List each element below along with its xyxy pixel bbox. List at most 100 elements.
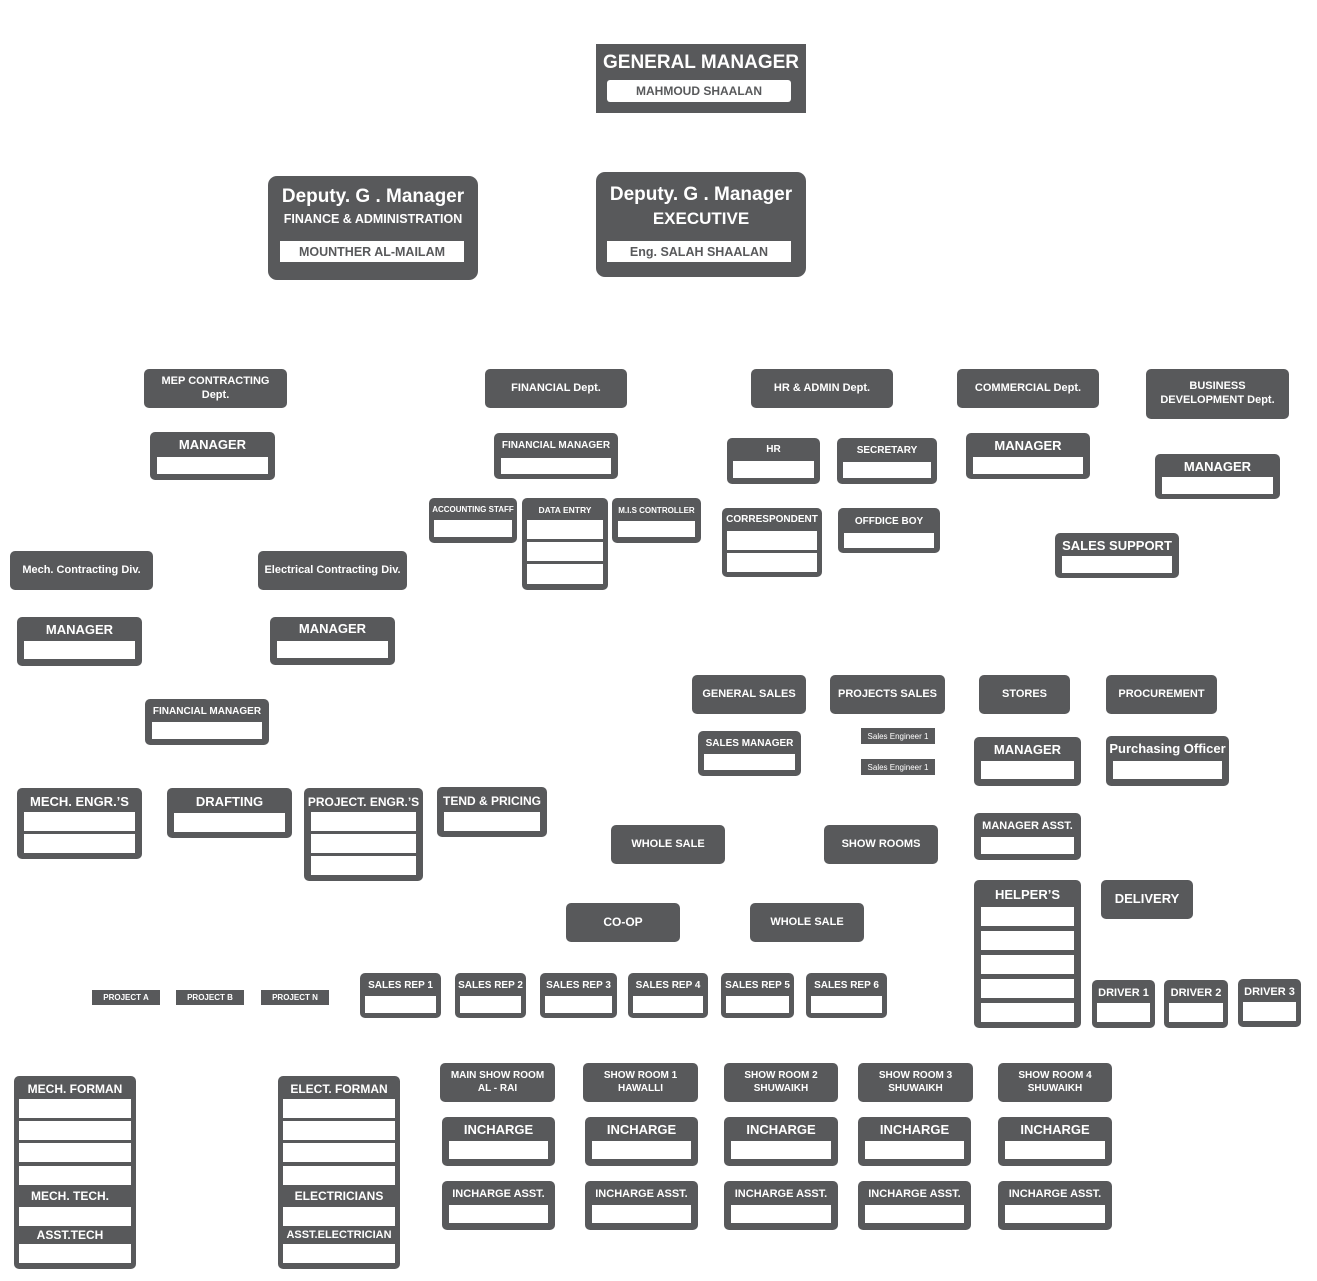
project-a: PROJECT A: [92, 990, 160, 1005]
elect-forman-label: ELECT. FORMAN: [290, 1082, 388, 1096]
mech-div-manager-label: MANAGER: [45, 622, 114, 637]
incharge-asst-3: INCHARGE ASST.: [724, 1181, 838, 1230]
project-engineers-label: PROJECT. ENGR.’S: [307, 795, 420, 809]
mech-engineers: MECH. ENGR.’S: [17, 788, 142, 859]
incharge-2-slot: [592, 1141, 691, 1159]
incharge-asst-1: INCHARGE ASST.: [442, 1181, 555, 1230]
incharge-asst-4-slot: [865, 1205, 964, 1223]
showroom-3: SHOW ROOM 3 SHUWAIKH: [858, 1063, 973, 1102]
sales-manager: SALES MANAGER: [698, 731, 801, 776]
mech-engineers-slot-1: [24, 812, 135, 831]
mech-contracting-div: Mech. Contracting Div.: [10, 551, 153, 590]
stores-manager-slot: [981, 761, 1074, 779]
manager-asst: MANAGER ASST.: [974, 813, 1081, 860]
projects-sales: PROJECTS SALES: [830, 675, 945, 714]
business-manager: MANAGER: [1155, 454, 1280, 499]
sales-support: SALES SUPPORT: [1055, 533, 1179, 578]
incharge-4-slot: [865, 1141, 964, 1159]
project-n: PROJECT N: [261, 990, 329, 1005]
showroom-4-line1: SHOW ROOM 4: [1018, 1070, 1092, 1081]
correspondent-label: CORRESPONDENT: [726, 514, 818, 525]
hr-label: HR: [766, 444, 781, 455]
mis-controller-label: M.I.S CONTROLLER: [618, 506, 695, 515]
elect-forman: ELECT. FORMAN ELECTRICIANS ASST.ELECTRIC…: [278, 1076, 400, 1269]
sales-rep-3-label: SALES REP 3: [546, 980, 611, 991]
whole-sale-2: WHOLE SALE: [750, 903, 864, 942]
helpers-slot-4: [981, 979, 1074, 998]
financial-dept: FINANCIAL Dept.: [485, 369, 627, 408]
business-manager-label: MANAGER: [1183, 459, 1252, 474]
mep-financial-manager-slot: [152, 722, 262, 739]
deputy-executive-sub: EXECUTIVE: [652, 209, 750, 228]
delivery: DELIVERY: [1101, 880, 1193, 919]
deputy-executive-box: Deputy. G . Manager EXECUTIVE Eng. SALAH…: [596, 172, 806, 277]
incharge-1: INCHARGE: [442, 1117, 555, 1166]
incharge-asst-5-slot: [1005, 1205, 1105, 1223]
sales-rep-4: SALES REP 4: [628, 973, 708, 1018]
commercial-manager-label: MANAGER: [994, 438, 1062, 453]
incharge-asst-5-label: INCHARGE ASST.: [1008, 1188, 1102, 1200]
general-sales: GENERAL SALES: [692, 675, 806, 714]
elect-forman-slot-1: [283, 1099, 395, 1118]
mech-tech-label: MECH. TECH.: [31, 1189, 109, 1203]
accounting-staff-slot: [434, 520, 512, 537]
general-manager-name: MAHMOUD SHAALAN: [607, 80, 791, 102]
sales-rep-6-label: SALES REP 6: [814, 980, 879, 991]
showroom-2-line2: SHUWAIKH: [753, 1082, 809, 1094]
data-entry: DATA ENTRY: [522, 498, 608, 590]
sales-rep-4-label: SALES REP 4: [635, 980, 701, 991]
sales-rep-2: SALES REP 2: [455, 973, 526, 1018]
incharge-4-label: INCHARGE: [879, 1122, 950, 1137]
tend-pricing-label: TEND & PRICING: [442, 794, 541, 808]
project-engineers-slot-1: [311, 812, 416, 831]
incharge-2: INCHARGE: [585, 1117, 698, 1166]
mech-div-manager: MANAGER: [17, 617, 142, 666]
mech-forman-slot-3: [19, 1143, 131, 1162]
electricians-slot: [283, 1207, 395, 1226]
deputy-finance-sub: FINANCE & ADMINISTRATION: [283, 212, 463, 226]
driver-2-slot: [1169, 1003, 1223, 1022]
helpers-label: HELPER’S: [994, 887, 1060, 902]
co-op: CO-OP: [566, 903, 680, 942]
purchasing-officer-label: Purchasing Officer: [1109, 741, 1226, 756]
sales-support-slot: [1062, 556, 1172, 573]
project-b: PROJECT B: [176, 990, 244, 1005]
sales-rep-3: SALES REP 3: [540, 973, 617, 1018]
driver-3-label: DRIVER 3: [1244, 986, 1295, 998]
commercial-manager-slot: [973, 457, 1083, 474]
sales-manager-label: SALES MANAGER: [705, 738, 794, 749]
manager-asst-slot: [981, 837, 1074, 854]
driver-2: DRIVER 2: [1164, 980, 1228, 1028]
mech-div-manager-slot: [24, 641, 135, 659]
mech-forman-label: MECH. FORMAN: [27, 1082, 123, 1096]
incharge-asst-5: INCHARGE ASST.: [998, 1181, 1112, 1230]
incharge-asst-4-label: INCHARGE ASST.: [868, 1188, 961, 1200]
asst-electrician-slot: [283, 1244, 395, 1263]
driver-3-slot: [1243, 1002, 1296, 1021]
showroom-2: SHOW ROOM 2 SHUWAIKH: [724, 1063, 838, 1102]
general-manager-box: GENERAL MANAGER MAHMOUD SHAALAN: [596, 44, 806, 113]
incharge-5-slot: [1005, 1141, 1105, 1159]
showroom-1: SHOW ROOM 1 HAWALLI: [583, 1063, 698, 1102]
sales-manager-slot: [704, 754, 795, 770]
driver-3: DRIVER 3: [1238, 979, 1301, 1027]
showroom-3-line2: SHUWAIKH: [888, 1082, 943, 1094]
mis-controller: M.I.S CONTROLLER: [612, 498, 701, 543]
secretary-label: SECRETARY: [856, 445, 918, 456]
office-boy-label: OFFDICE BOY: [854, 516, 924, 527]
mep-manager-slot: [157, 457, 268, 474]
mech-forman-slot-2: [19, 1121, 131, 1140]
sales-rep-1: SALES REP 1: [360, 973, 441, 1018]
elec-div-manager-label: MANAGER: [298, 621, 367, 636]
asst-tech-slot: [19, 1244, 131, 1263]
sales-engineer-1b: Sales Engineer 1: [861, 759, 935, 775]
incharge-3-slot: [731, 1141, 831, 1159]
incharge-3-label: INCHARGE: [746, 1122, 816, 1137]
office-boy-slot: [844, 533, 934, 548]
driver-1: DRIVER 1: [1092, 980, 1155, 1028]
hr-admin-dept: HR & ADMIN Dept.: [751, 369, 893, 408]
incharge-4: INCHARGE: [858, 1117, 971, 1166]
helpers-slot-5: [981, 1003, 1074, 1022]
sales-rep-5-label: SALES REP 5: [725, 980, 790, 991]
asst-electrician-label: ASST.ELECTRICIAN: [286, 1229, 392, 1241]
